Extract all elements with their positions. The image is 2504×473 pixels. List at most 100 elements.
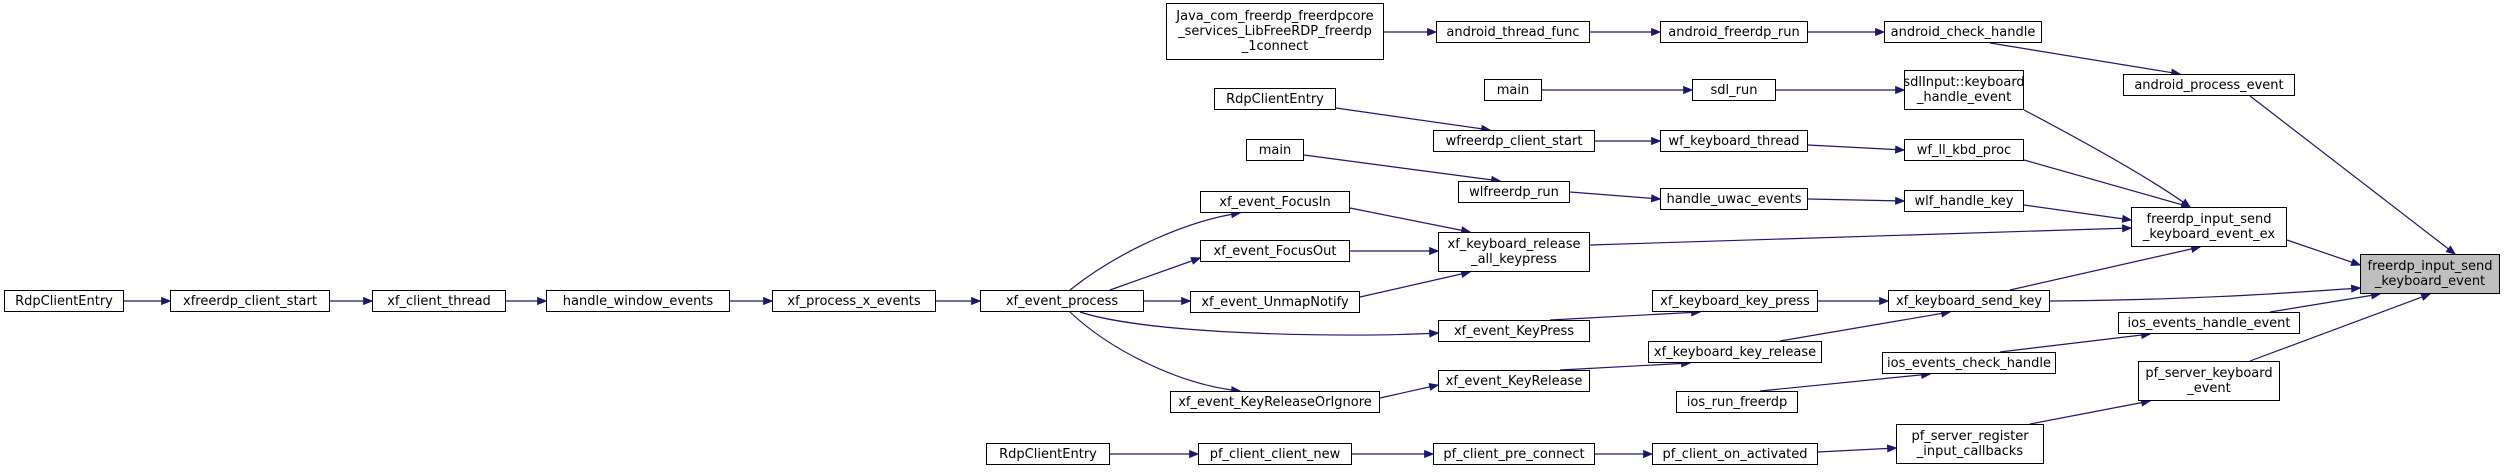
arrowhead-evproc-unmap bbox=[1181, 296, 1192, 306]
arrowhead-aproc-target bbox=[2445, 245, 2457, 255]
edge-aproc-target bbox=[2249, 95, 2456, 255]
node-xfreerdp-client-start[interactable]: xfreerdp_client_start bbox=[170, 290, 330, 312]
arrowhead-xfthread-hwin bbox=[537, 296, 548, 306]
node-xf-event-keyreleaseorignore[interactable]: xf_event_KeyReleaseOrIgnore bbox=[1170, 391, 1380, 413]
node-wlf-handle-key[interactable]: wlf_handle_key bbox=[1904, 190, 2024, 212]
arrowhead-athread-afrun bbox=[1651, 27, 1662, 37]
arrowhead-xfstart-xfthread bbox=[363, 296, 374, 306]
edge-acheck-aproc bbox=[1989, 42, 2181, 75]
edge-evproc-focusout bbox=[1109, 257, 1201, 291]
node-xf-client-thread[interactable]: xf_client_thread bbox=[372, 290, 506, 312]
node-sdlinput-keyboard-handle-event[interactable]: sdlInput::keyboard _handle_event bbox=[1903, 70, 2025, 110]
node-wfreerdp-client-start[interactable]: wfreerdp_client_start bbox=[1433, 130, 1595, 152]
edge-ioshandle-target bbox=[2269, 293, 2381, 313]
node-android-check-handle[interactable]: android_check_handle bbox=[1884, 21, 2042, 43]
edge-iosrun-ioscheck bbox=[1759, 373, 1931, 392]
arrowhead-afrun-acheck bbox=[1875, 27, 1886, 37]
edge-wfll-sendex bbox=[2023, 159, 2191, 208]
arrowhead-kbpress-kbsend bbox=[1879, 296, 1890, 306]
node-java-libfreerdp-connect[interactable]: Java_com_freerdp_freerdpcore _services_L… bbox=[1166, 3, 1384, 60]
node-wf-keyboard-thread[interactable]: wf_keyboard_thread bbox=[1660, 130, 1808, 152]
arrowhead-xproc-evproc bbox=[971, 296, 982, 306]
arrowhead-wfkthread-wfll bbox=[1894, 145, 1906, 154]
node-xf-event-focusout[interactable]: xf_event_FocusOut bbox=[1200, 240, 1350, 262]
arrowhead-main1-sdlrun bbox=[1683, 85, 1694, 95]
node-android-thread-func[interactable]: android_thread_func bbox=[1436, 21, 1590, 43]
arrowhead-rdpce2-xfstart bbox=[161, 296, 172, 306]
node-ios-run-freerdp[interactable]: ios_run_freerdp bbox=[1676, 391, 1798, 413]
edge-evproc-focusin bbox=[1069, 212, 1241, 291]
arrowhead-wlfrun-huwac bbox=[1650, 194, 1662, 203]
arrowhead-evproc-keypress bbox=[1428, 329, 1440, 338]
node-android-process-event[interactable]: android_process_event bbox=[2123, 74, 2295, 96]
edge-relign-keyrel bbox=[1379, 384, 1439, 399]
node-ios-events-handle-event[interactable]: ios_events_handle_event bbox=[2118, 312, 2300, 334]
edge-unmap-kbrel bbox=[1359, 271, 1471, 298]
arrowhead-pfkbd-target bbox=[2420, 293, 2432, 301]
node-ios-events-check-handle[interactable]: ios_events_check_handle bbox=[1882, 352, 2056, 374]
node-main-sdl[interactable]: main bbox=[1484, 79, 1542, 101]
node-wlfreerdp-run[interactable]: wlfreerdp_run bbox=[1458, 181, 1570, 203]
node-sdl-run[interactable]: sdl_run bbox=[1692, 79, 1776, 101]
arrowhead-java-athread bbox=[1427, 27, 1438, 37]
node-pf-server-register-input-callbacks[interactable]: pf_server_register _input_callbacks bbox=[1896, 424, 2044, 464]
node-main-wl[interactable]: main bbox=[1246, 139, 1304, 161]
node-xf-keyboard-send-key[interactable]: xf_keyboard_send_key bbox=[1888, 290, 2050, 312]
edge-evproc-relign bbox=[1069, 311, 1241, 392]
node-xf-process-x-events[interactable]: xf_process_x_events bbox=[772, 290, 936, 312]
arrowhead-kbsend-target bbox=[2350, 284, 2362, 293]
node-wf-ll-kbd-proc[interactable]: wf_ll_kbd_proc bbox=[1904, 139, 2024, 161]
node-handle-window-events[interactable]: handle_window_events bbox=[546, 290, 730, 312]
edge-ioscheck-ioshandle bbox=[1999, 333, 2151, 353]
node-freerdp-input-send-keyboard-event-ex[interactable]: freerdp_input_send _keyboard_event_ex bbox=[2131, 207, 2287, 247]
arrowhead-sdlrun-sdlkbd bbox=[1895, 85, 1906, 95]
arrowhead-wlfkey-sendex bbox=[2121, 214, 2133, 223]
node-xf-keyboard-key-press[interactable]: xf_keyboard_key_press bbox=[1652, 290, 1818, 312]
arrowhead-relign-keyrel bbox=[1428, 382, 1440, 391]
node-rdpcliententry-wf[interactable]: RdpClientEntry bbox=[1214, 88, 1336, 110]
node-xf-keyboard-key-release[interactable]: xf_keyboard_key_release bbox=[1648, 341, 1822, 363]
node-android-freerdp-run[interactable]: android_freerdp_run bbox=[1660, 21, 1808, 43]
arrowhead-evproc-focusout bbox=[1190, 257, 1202, 265]
node-pf-client-on-activated[interactable]: pf_client_on_activated bbox=[1652, 443, 1818, 465]
node-pf-server-keyboard-event[interactable]: pf_server_keyboard _event bbox=[2138, 361, 2280, 401]
node-xf-event-keyrelease[interactable]: xf_event_KeyRelease bbox=[1438, 370, 1590, 392]
arrowhead-focusout-kbrel bbox=[1429, 246, 1440, 256]
node-freerdp-input-send-keyboard-event: freerdp_input_send _keyboard_event bbox=[2360, 254, 2500, 294]
arrowhead-sendex-target bbox=[2350, 258, 2362, 266]
arrowhead-pfnew-pfpre bbox=[1424, 449, 1435, 459]
edge-kbsend-sendex bbox=[2009, 246, 2201, 291]
edge-keypress-kbpress bbox=[1549, 311, 1701, 321]
node-xf-event-focusin[interactable]: xf_event_FocusIn bbox=[1200, 191, 1350, 213]
edge-wlfkey-sendex bbox=[2023, 204, 2132, 221]
arrowhead-pfact-pfreg bbox=[1886, 444, 1898, 453]
edge-kbsend-target bbox=[2049, 287, 2361, 302]
edge-sendex-target bbox=[2286, 239, 2361, 266]
arrowhead-hwin-xproc bbox=[763, 296, 774, 306]
node-xf-keyboard-release-all-keypress[interactable]: xf_keyboard_release _all_keypress bbox=[1438, 232, 1590, 272]
node-rdpcliententry-xf[interactable]: RdpClientEntry bbox=[4, 290, 124, 312]
node-pf-client-pre-connect[interactable]: pf_client_pre_connect bbox=[1433, 443, 1595, 465]
arrowhead-pfpre-pfact bbox=[1643, 449, 1654, 459]
arrowhead-kbrel-sendex bbox=[2122, 224, 2133, 233]
arrowhead-huwac-wlfkey bbox=[1895, 196, 1906, 205]
edge-wlfrun-huwac bbox=[1569, 191, 1661, 200]
node-xf-event-keypress[interactable]: xf_event_KeyPress bbox=[1438, 320, 1590, 342]
edge-focusin-kbrel bbox=[1349, 207, 1471, 233]
edge-kbrelease-kbsend bbox=[1779, 311, 1951, 342]
node-xf-event-process[interactable]: xf_event_process bbox=[980, 290, 1144, 312]
edge-huwac-wlfkey bbox=[1807, 198, 1905, 202]
node-xf-event-unmapnotify[interactable]: xf_event_UnmapNotify bbox=[1190, 291, 1360, 313]
edge-main2-wlfrun bbox=[1303, 154, 1501, 182]
edge-keyrel-kbrelease bbox=[1559, 362, 1691, 371]
edge-pfkbd-target bbox=[2249, 293, 2431, 362]
edge-rdpce1-wfstart bbox=[1335, 107, 1491, 131]
node-pf-client-client-new[interactable]: pf_client_client_new bbox=[1198, 443, 1352, 465]
node-rdpcliententry-pf[interactable]: RdpClientEntry bbox=[986, 443, 1110, 465]
edge-evproc-keypress bbox=[1079, 311, 1439, 336]
edge-kbrel-sendex bbox=[1589, 227, 2132, 246]
node-handle-uwac-events[interactable]: handle_uwac_events bbox=[1660, 188, 1808, 210]
arrowhead-rdpce3-pfnew bbox=[1189, 449, 1200, 459]
arrowhead-wfstart-wfkthread bbox=[1651, 136, 1662, 146]
